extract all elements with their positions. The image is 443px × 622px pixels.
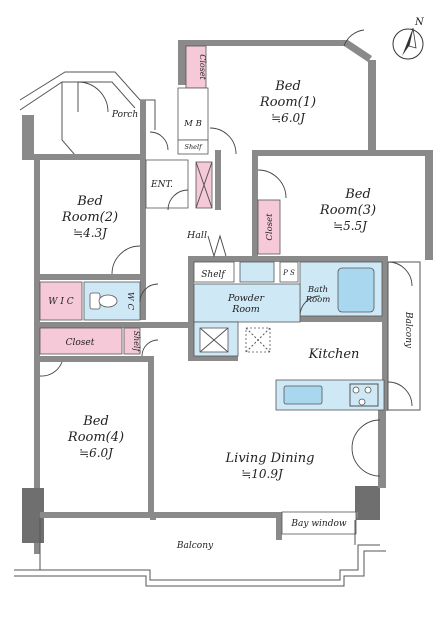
balcony-right-label: Balcony bbox=[403, 311, 413, 349]
living-dining: Living Dining ≒10.9J bbox=[225, 451, 315, 481]
bath-label: Bath bbox=[307, 285, 328, 295]
mb-space bbox=[177, 87, 209, 141]
balcony-bottom: Balcony bbox=[14, 512, 386, 587]
walls bbox=[22, 40, 433, 554]
wic-label: W I C bbox=[48, 297, 74, 307]
bed1-name: Bed bbox=[274, 79, 301, 94]
bed2-sub: Room(2) bbox=[61, 210, 118, 225]
living-size: ≒10.9J bbox=[241, 467, 284, 481]
bed4-size: ≒6.0J bbox=[79, 446, 114, 460]
kitchen: Kitchen bbox=[275, 347, 385, 411]
powder-label: Powder bbox=[227, 293, 266, 304]
bed3-sub: Room(3) bbox=[319, 203, 376, 218]
closet-left-label: Closet bbox=[66, 338, 95, 348]
bed3-size: ≒5.5J bbox=[333, 219, 368, 233]
closet-bed3 bbox=[257, 199, 281, 255]
bed2-name: Bed bbox=[76, 194, 103, 209]
kitchen-label: Kitchen bbox=[308, 347, 360, 362]
closet-bed3-label: Closet bbox=[265, 213, 275, 241]
closet-left-area: Closet Shelf bbox=[39, 327, 159, 357]
entrance: ENT. bbox=[145, 159, 213, 211]
bed4-name: Bed bbox=[82, 414, 109, 429]
hall: Hall bbox=[186, 230, 227, 258]
closet-left bbox=[39, 327, 123, 355]
bedroom-4: Bed Room(4) ≒6.0J bbox=[39, 361, 124, 460]
powder-label-2: Room bbox=[231, 304, 260, 315]
powder-room: Powder Room bbox=[193, 283, 301, 357]
bathtub bbox=[337, 267, 375, 313]
shelf-mid-label: Shelf bbox=[201, 270, 226, 280]
bed1-size: ≒6.0J bbox=[271, 111, 306, 125]
north-compass: N bbox=[392, 17, 425, 60]
shelf-top-label: Shelf bbox=[185, 143, 204, 151]
mb-label: M B bbox=[183, 119, 202, 129]
balcony-right: Balcony bbox=[387, 261, 421, 411]
bath-label-2: Room bbox=[305, 295, 331, 305]
ps-label: P S bbox=[282, 269, 295, 277]
closet-top-label: Closet bbox=[198, 54, 207, 80]
sink bbox=[283, 385, 323, 405]
utility-core: Shelf P S Bath Room bbox=[193, 261, 383, 317]
living-name: Living Dining bbox=[225, 451, 315, 466]
bay-window-label: Bay window bbox=[290, 519, 346, 529]
bedroom-1: Closet M B Shelf Bed Room(1) ≒6.0J bbox=[177, 29, 365, 155]
wic-wc: W I C W C bbox=[39, 281, 159, 321]
bedroom-2: Bed Room(2) ≒4.3J bbox=[61, 194, 141, 275]
shelf-left-label: Shelf bbox=[132, 331, 141, 354]
balcony-bottom-label: Balcony bbox=[176, 541, 214, 551]
bed3-name: Bed bbox=[344, 187, 371, 202]
hall-label: Hall bbox=[186, 230, 207, 241]
shelf-mid bbox=[193, 261, 235, 283]
bed1-sub: Room(1) bbox=[259, 95, 316, 110]
wc-label: W C bbox=[125, 292, 135, 310]
bay-window: Bay window bbox=[281, 419, 381, 535]
bed4-sub: Room(4) bbox=[67, 430, 124, 445]
ent-label: ENT. bbox=[150, 180, 173, 190]
porch-label: Porch bbox=[111, 110, 138, 120]
ps-space bbox=[279, 261, 299, 283]
bed2-size: ≒4.3J bbox=[73, 226, 108, 240]
north-label: N bbox=[414, 17, 425, 28]
bedroom-3: Closet Bed Room(3) ≒5.5J bbox=[257, 169, 376, 255]
wic bbox=[39, 281, 83, 321]
shelf-top bbox=[177, 139, 209, 155]
